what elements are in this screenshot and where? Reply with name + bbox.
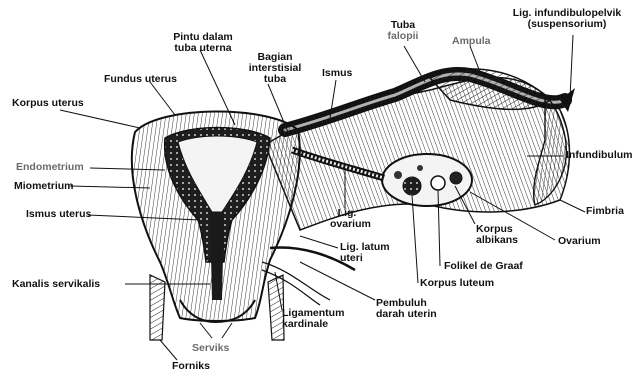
label-endometrium: Endometrium	[16, 162, 84, 173]
label-lig-infundibulopelvik-line2: (suspensorium)	[496, 19, 638, 30]
label-ismus-uterus: Ismus uterus	[26, 209, 91, 220]
label-tuba-falopii: Tuba falopii	[380, 20, 426, 42]
label-folikel-de-graaf: Folikel de Graaf	[444, 261, 523, 272]
cervical-canal	[210, 212, 224, 300]
label-ampula: Ampula	[452, 36, 491, 47]
label-korpus-albikans-line2: albikans	[476, 235, 518, 246]
label-forniks: Forniks	[172, 361, 210, 372]
corpus-albicans	[450, 172, 462, 184]
label-ligamentum-line2: kardinale	[282, 319, 344, 330]
label-miometrium: Miometrium	[14, 181, 74, 192]
label-lig-ovarium-line2: ovarium	[330, 219, 364, 230]
label-korpus-albikans: Korpus albikans	[476, 224, 518, 246]
label-lig-latum-line2: uteri	[340, 253, 390, 264]
label-bagian-line3: tuba	[240, 74, 310, 85]
label-bagian-interstisial: Bagian interstisial tuba	[240, 52, 310, 85]
graafian-follicle	[431, 176, 445, 190]
label-ismus: Ismus	[322, 68, 352, 79]
label-pintu-dalam: Pintu dalam tuba uterna	[158, 32, 248, 54]
label-lig-latum-uteri: Lig. latum uteri	[340, 242, 390, 264]
label-ovarium: Ovarium	[558, 236, 601, 247]
suspensory-ligament	[560, 88, 575, 112]
label-ligamentum-kardinale: Ligamentum kardinale	[282, 308, 344, 330]
vaginal-wall-left	[150, 275, 165, 340]
label-pembuluh-darah-uterin: Pembuluh darah uterin	[376, 298, 437, 320]
label-pembuluh-line2: darah uterin	[376, 309, 437, 320]
label-lig-infundibulopelvik: Lig. infundibulopelvik (suspensorium)	[496, 8, 638, 30]
label-serviks: Serviks	[192, 343, 229, 354]
label-korpus-luteum: Korpus luteum	[420, 278, 494, 289]
label-fundus-uterus: Fundus uterus	[104, 74, 177, 85]
label-korpus-uterus: Korpus uterus	[12, 98, 84, 109]
label-infundibulum: Infundibulum	[566, 150, 632, 161]
label-pintu-dalam-line2: tuba uterna	[158, 43, 248, 54]
corpus-luteum	[403, 177, 421, 195]
label-tuba-line2: falopii	[380, 31, 426, 42]
label-kanalis-servikalis: Kanalis servikalis	[12, 279, 100, 290]
label-lig-ovarium: Lig. ovarium	[330, 208, 364, 230]
label-fimbria: Fimbria	[586, 206, 624, 217]
